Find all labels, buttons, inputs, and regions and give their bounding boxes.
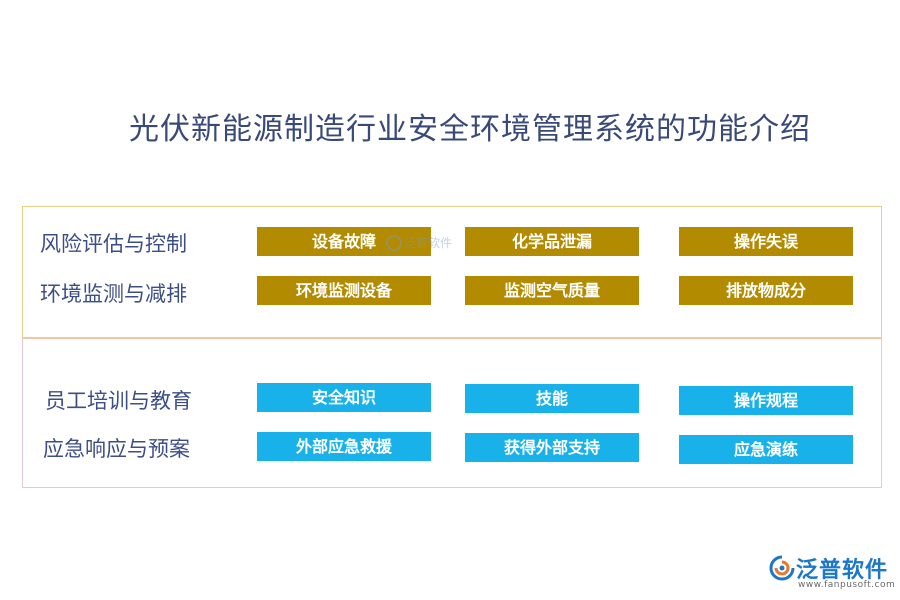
- row-label-environment: 环境监测与减排: [40, 282, 187, 306]
- item-external-support: 获得外部支持: [465, 433, 639, 462]
- item-monitoring-equipment: 环境监测设备: [257, 276, 431, 305]
- fanpu-logo-icon: [769, 555, 795, 581]
- item-operation-error: 操作失误: [679, 227, 853, 256]
- row-label-emergency: 应急响应与预案: [43, 437, 190, 461]
- item-operating-procedures: 操作规程: [679, 386, 853, 415]
- item-air-quality: 监测空气质量: [465, 276, 639, 305]
- item-safety-knowledge: 安全知识: [257, 383, 431, 412]
- page-title: 光伏新能源制造行业安全环境管理系统的功能介绍: [129, 112, 811, 147]
- fanpu-brand-name: 泛普软件: [796, 558, 889, 583]
- watermark-text: 泛普软件: [404, 236, 452, 250]
- item-chemical-leak: 化学品泄漏: [465, 227, 639, 256]
- fanpu-url: www.fanpusoft.com: [798, 580, 896, 590]
- section-training-emergency: [22, 338, 882, 488]
- section-risk-environment: [22, 206, 882, 338]
- item-emergency-drill: 应急演练: [679, 435, 853, 464]
- watermark-logo: 泛普软件: [385, 231, 465, 255]
- row-label-risk: 风险评估与控制: [40, 232, 187, 256]
- item-skills: 技能: [465, 384, 639, 413]
- item-emission-components: 排放物成分: [679, 276, 853, 305]
- item-equipment-failure: 设备故障: [257, 227, 431, 256]
- watermark-logo-icon: 泛普软件: [386, 235, 452, 251]
- item-external-rescue: 外部应急救援: [257, 432, 431, 461]
- fanpu-logo: 泛普软件 www.fanpusoft.com: [768, 552, 896, 594]
- row-label-training: 员工培训与教育: [45, 389, 192, 413]
